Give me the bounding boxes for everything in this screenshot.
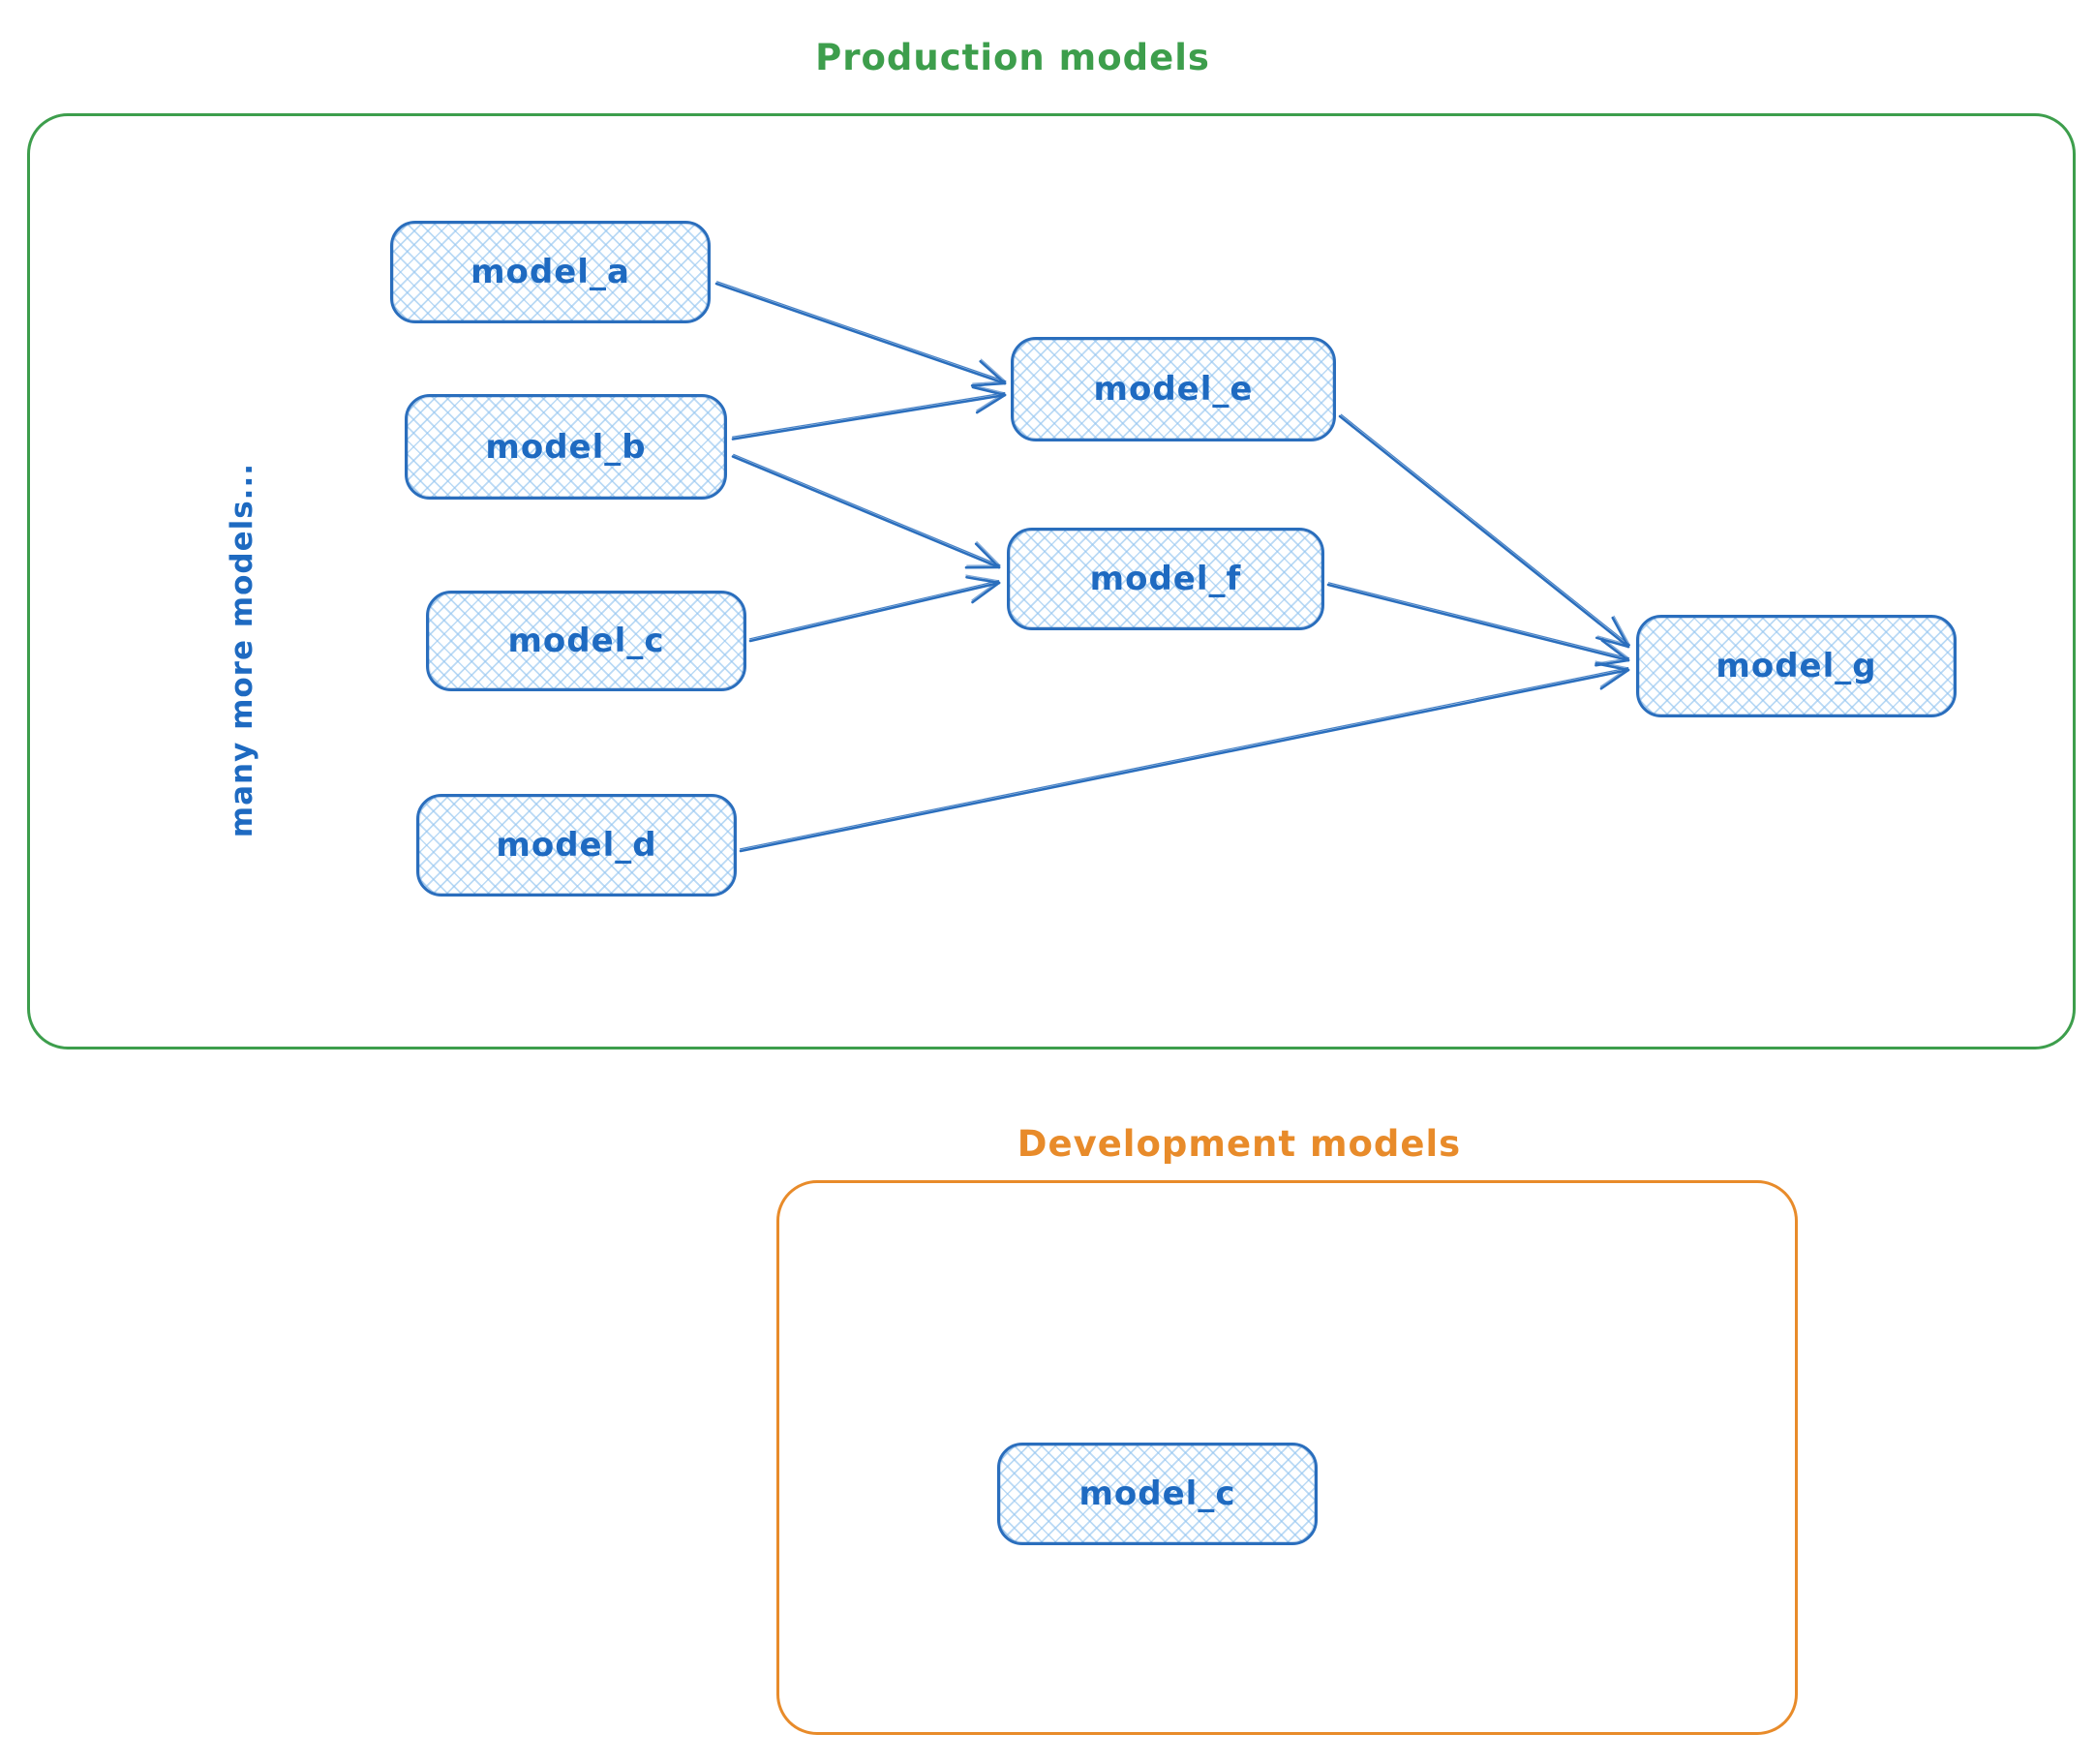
node-model-b-label: model_b [485,427,647,467]
production-container[interactable] [27,113,2076,1049]
production-title[interactable]: Production models [815,37,1210,78]
many-more-models-label[interactable]: many more models... [225,463,259,838]
node-model-c[interactable]: model_c [426,591,746,691]
node-model-e[interactable]: model_e [1011,337,1336,441]
node-model-b[interactable]: model_b [405,394,727,500]
node-model-c-dev-label: model_c [1078,1475,1236,1513]
node-model-a-label: model_a [471,253,630,291]
node-model-d[interactable]: model_d [416,794,737,897]
node-model-f[interactable]: model_f [1007,528,1324,630]
node-model-g-label: model_g [1715,647,1877,685]
development-container[interactable] [776,1180,1798,1735]
node-model-d-label: model_d [496,826,657,865]
node-model-f-label: model_f [1089,560,1242,598]
node-model-e-label: model_e [1093,370,1254,409]
node-model-c-label: model_c [507,622,665,660]
node-model-c-dev[interactable]: model_c [997,1443,1318,1545]
development-title[interactable]: Development models [1017,1123,1462,1165]
node-model-g[interactable]: model_g [1636,615,1957,717]
node-model-a[interactable]: model_a [390,221,711,323]
